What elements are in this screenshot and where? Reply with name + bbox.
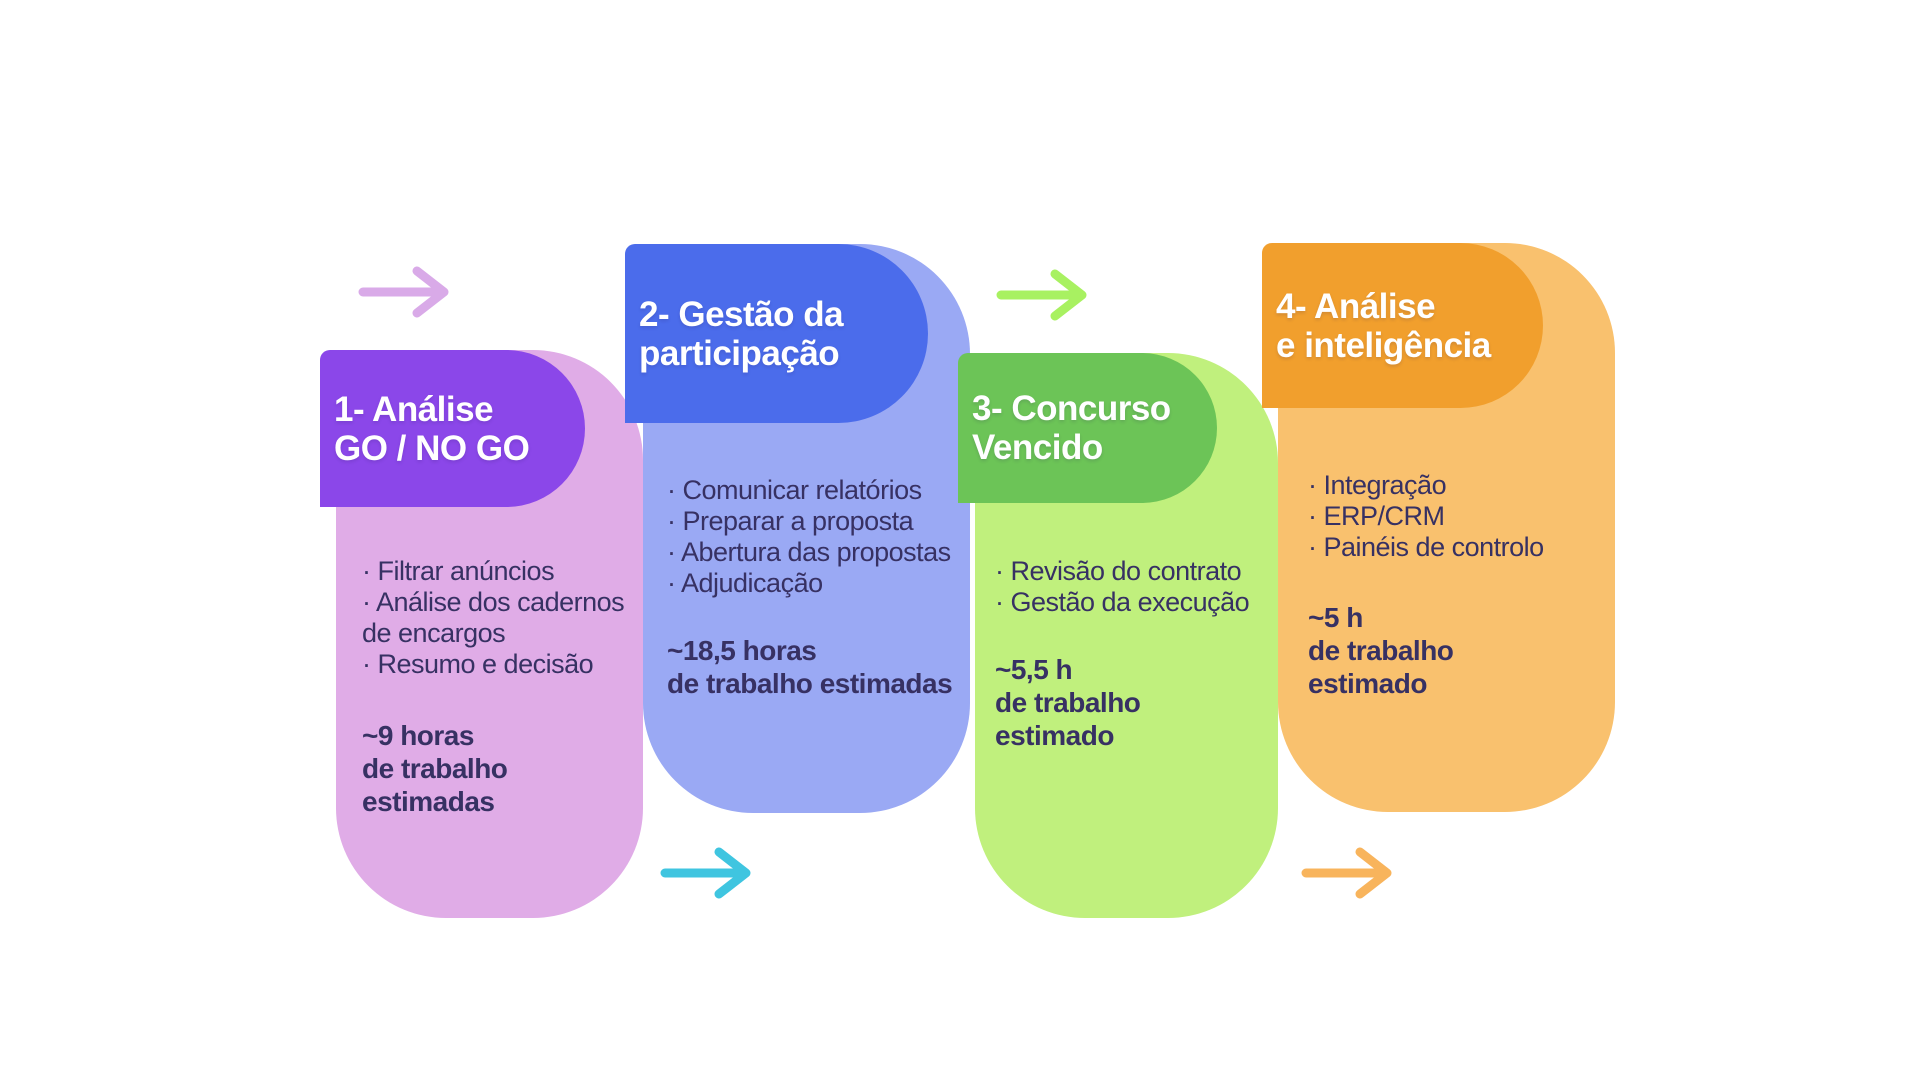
task-item: · Análise dos cadernos [362,587,625,617]
task-item: · ERP/CRM [1308,501,1445,531]
stage-card-4-task-list: · Integração · ERP/CRM · Painéis de cont… [1308,470,1544,563]
hours-line: ~5,5 h [995,654,1073,685]
stage-card-3-task-list: · Revisão do contrato · Gestão da execuç… [995,556,1250,618]
arrow-right-icon-stroke [996,269,1087,321]
arrow-right-icon-stroke [660,847,751,899]
stage-card-3-title-line-2: Vencido [972,428,1103,467]
task-item: · Revisão do contrato [995,556,1242,586]
stage-card-2-hours-estimate: ~18,5 horas de trabalho estimadas [667,634,953,700]
hours-line: estimadas [362,786,495,817]
hours-line: ~18,5 horas [667,635,817,666]
stage-card-2-title-line-1: 2- Gestão da [639,294,844,334]
hours-line: ~5 h [1308,602,1363,633]
task-item: · Gestão da execução [995,587,1250,617]
task-item: · Integração [1308,470,1447,500]
hours-line: ~9 horas [362,720,474,751]
stage-card-1-header: 1- Análise GO / NO GO [320,350,585,507]
hours-line: de trabalho [1308,635,1454,666]
arrow-right-icon-stroke [1301,847,1392,899]
arrow-right-icon [996,269,1087,321]
task-item-continuation: de encargos [362,618,506,648]
task-item: · Comunicar relatórios [667,475,922,505]
task-item: · Resumo e decisão [362,649,594,679]
arrow-right-icon-stroke [358,266,449,318]
stage-card-4-header: 4- Análise e inteligência [1262,243,1543,408]
stage-card-2-task-list: · Comunicar relatórios · Preparar a prop… [667,475,951,599]
stage-card-1-hours-estimate: ~9 horas de trabalho estimadas [362,719,508,818]
stage-card-2-title-line-2: participação [639,333,840,373]
task-item: · Painéis de controlo [1308,532,1544,562]
hours-line: de trabalho [362,753,508,784]
hours-line: estimado [1308,668,1427,699]
stage-card-3-header: 3- Concurso Vencido [958,353,1217,503]
task-item: · Preparar a proposta [667,506,914,536]
arrow-right-icon [358,266,449,318]
stage-card-1-title-line-2: GO / NO GO [334,428,530,468]
task-item: · Filtrar anúncios [362,556,555,586]
arrow-right-icon [660,847,751,899]
hours-line: de trabalho estimadas [667,668,953,699]
stage-card-1-task-list: · Filtrar anúncios · Análise dos caderno… [362,556,625,680]
hours-line: de trabalho [995,687,1141,718]
hours-line: estimado [995,720,1114,751]
task-item: · Abertura das propostas [667,537,951,567]
task-item: · Adjudicação [667,568,823,598]
stage-card-4-hours-estimate: ~5 h de trabalho estimado [1308,601,1454,700]
stage-card-2-header: 2- Gestão da participação [625,244,928,423]
stage-card-3-title-line-1: 3- Concurso [972,389,1171,428]
stage-card-4-title-line-1: 4- Análise [1276,286,1436,326]
stage-card-3-hours-estimate: ~5,5 h de trabalho estimado [995,653,1141,752]
stage-card-1-title-line-1: 1- Análise [334,389,494,429]
arrow-right-icon [1301,847,1392,899]
stage-card-4-title-line-2: e inteligência [1276,325,1491,365]
